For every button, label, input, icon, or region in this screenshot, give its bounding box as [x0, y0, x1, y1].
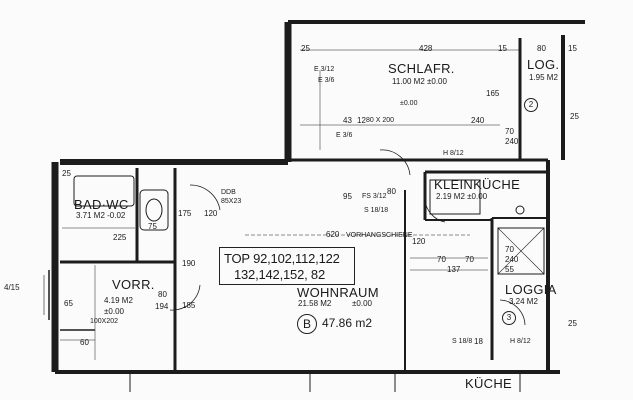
- annotation-door-100x202: 100X202: [90, 318, 119, 325]
- dim-label: 15: [568, 44, 577, 53]
- room-area-vorraum: 4.19 M2: [104, 296, 133, 305]
- dim-label: 165: [486, 89, 500, 98]
- dim-label: 225: [113, 233, 127, 242]
- dim-label: 120: [204, 209, 218, 218]
- annotation-e-3-6a: E 3/6: [318, 77, 335, 84]
- dim-label: 70: [505, 245, 514, 254]
- dim-label: 60: [80, 338, 89, 347]
- room-name-schlafzimmer: SCHLAFR.: [388, 61, 455, 76]
- dim-label: 25: [62, 169, 71, 178]
- dim-label: 137: [447, 265, 461, 274]
- dim-label: 18: [474, 337, 483, 346]
- dim-label: 25: [301, 44, 310, 53]
- dim-label: 620: [326, 230, 340, 239]
- dim-label: 80: [158, 290, 167, 299]
- dim-label: 194: [155, 302, 169, 311]
- top-numbers-line-2: 132,142,152, 82: [234, 267, 325, 282]
- annotation-ddb-size: 85X23: [221, 198, 242, 205]
- dim-label: 240: [471, 116, 485, 125]
- dim-label: 95: [343, 192, 352, 201]
- dim-label: 25: [570, 112, 579, 121]
- dim-label: 80: [537, 44, 546, 53]
- top-numbers-line-1: TOP 92,102,112,122: [224, 251, 340, 266]
- room-name-vorraum: VORR.: [112, 277, 155, 292]
- dim-label: 55: [505, 265, 514, 274]
- room-area-kleinkueche: 2.19 M2 ±0.00: [436, 192, 488, 201]
- room-name-kueche-bottom: KÜCHE: [465, 376, 513, 391]
- marker-two: 2: [524, 98, 538, 112]
- annotation-h-8-12-top: H 8/12: [443, 150, 464, 157]
- room-name-wohnraum: WOHNRAUM: [297, 285, 379, 300]
- annotation-e-3-12: E 3/12: [314, 66, 335, 73]
- room-level-wohnraum: ±0.00: [352, 299, 372, 308]
- dim-label: 65: [64, 299, 73, 308]
- dim-label: 190: [182, 259, 196, 268]
- room-area-schlafzimmer: 11.00 M2 ±0.00: [392, 77, 447, 86]
- room-area-loggia: 3.24 M2: [509, 297, 538, 306]
- dim-label: 4/15: [4, 283, 20, 292]
- annotation-door-80x200: 80 X 200: [366, 117, 395, 124]
- dim-label: 12: [357, 116, 366, 125]
- dim-label: 240: [505, 255, 519, 264]
- dim-label: 70: [505, 127, 514, 136]
- dim-label: 80: [387, 187, 396, 196]
- dim-label: 43: [343, 116, 352, 125]
- room-area-wohnraum: 21.58 M2: [298, 299, 332, 308]
- annotation-ddb: DDB: [221, 189, 236, 196]
- dim-label: 70: [465, 255, 474, 264]
- room-name-loggia: LOGGIA: [505, 282, 557, 297]
- annotation-s-18-18: S 18/18: [364, 207, 389, 214]
- room-name-bad-wc: BAD·WC: [74, 197, 129, 212]
- dim-label: 120: [412, 237, 426, 246]
- top-number-box: TOP 92,102,112,122 132,142,152, 82: [219, 247, 355, 285]
- annotation-fs-3-12: FS 3/12: [362, 193, 387, 200]
- annotation-s-18-8: S 18/8: [452, 338, 473, 345]
- dim-label: 428: [419, 44, 433, 53]
- room-area-loggia-top: 1.95 M2: [529, 73, 558, 82]
- dim-label: 25: [568, 319, 577, 328]
- dim-label: 15: [498, 44, 507, 53]
- room-level-vorraum: ±0.00: [104, 307, 124, 316]
- annotation-e-3-6b: E 3/6: [336, 132, 353, 139]
- room-area-bad-wc: 3.71 M2 -0.02: [76, 211, 126, 220]
- annotation-plus: ±0.00: [400, 100, 418, 107]
- annotation-h-8-12-bottom: H 8/12: [510, 338, 531, 345]
- dim-label: 75: [148, 222, 157, 231]
- room-name-loggia-top: LOG.: [527, 57, 560, 72]
- dim-label: 240: [505, 137, 519, 146]
- marker-three: 3: [502, 311, 516, 325]
- dim-label: 175: [178, 209, 192, 218]
- unit-type-badge: B: [297, 314, 317, 334]
- dim-label: 185: [182, 301, 196, 310]
- unit-total-area: 47.86 m2: [322, 316, 373, 330]
- dim-label: 70: [437, 255, 446, 264]
- annotation-vorhangschiene: VORHANGSCHIENE: [346, 232, 413, 239]
- room-name-kleinkueche: KLEINKÜCHE: [434, 177, 521, 192]
